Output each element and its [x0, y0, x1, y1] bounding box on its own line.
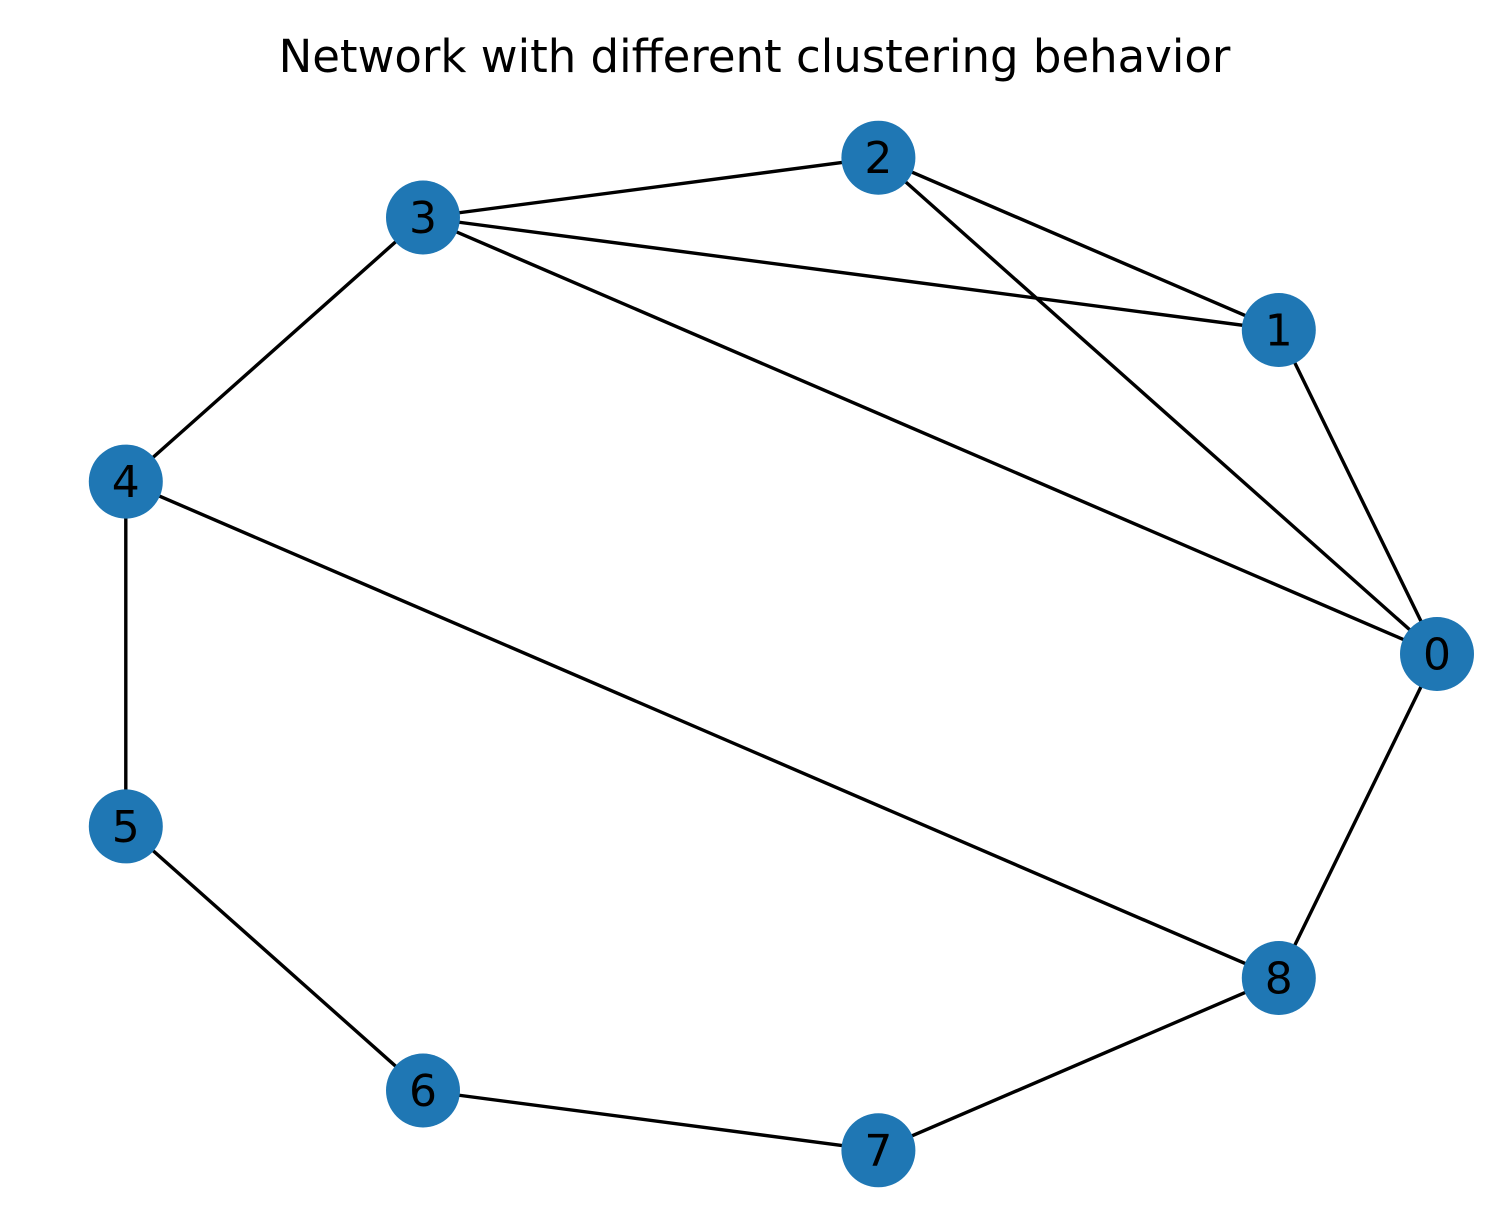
node-label-1: 1 [1265, 306, 1293, 357]
node-circle-8 [1241, 941, 1316, 1015]
node-label-7: 7 [864, 1126, 892, 1177]
node-circle-7 [841, 1113, 916, 1188]
node-circle-3 [386, 180, 460, 255]
node-2: 2 [841, 120, 916, 195]
edges-layer [124, 156, 1439, 1152]
node-label-5: 5 [112, 802, 140, 853]
edge-2-3 [422, 156, 879, 220]
node-circle-1 [1241, 293, 1316, 367]
edge-1-3 [422, 215, 1280, 332]
node-7: 7 [841, 1113, 916, 1188]
node-6: 6 [386, 1053, 460, 1128]
node-label-8: 8 [1265, 954, 1293, 1005]
node-label-0: 0 [1423, 630, 1451, 681]
edge-0-8 [1277, 653, 1439, 979]
node-0: 0 [1400, 617, 1474, 691]
edge-0-3 [422, 215, 1438, 656]
node-circle-6 [386, 1053, 460, 1128]
node-label-2: 2 [864, 133, 892, 184]
node-8: 8 [1241, 941, 1316, 1015]
node-5: 5 [88, 789, 163, 864]
edge-7-8 [877, 976, 1280, 1152]
edge-1-2 [877, 156, 1280, 332]
node-label-4: 4 [112, 457, 140, 508]
nodes-layer: 0 1 2 3 4 5 6 7 8 [88, 120, 1474, 1188]
node-circle-2 [841, 120, 916, 195]
node-4: 4 [88, 444, 163, 519]
edge-3-4 [124, 216, 425, 483]
node-label-6: 6 [409, 1066, 437, 1117]
diagram-title: Network with different clustering behavi… [278, 30, 1231, 83]
node-3: 3 [386, 180, 460, 255]
edge-5-6 [124, 825, 425, 1092]
node-label-3: 3 [409, 193, 437, 244]
node-circle-0 [1400, 617, 1474, 691]
edge-6-7 [422, 1088, 879, 1152]
edge-0-2 [877, 156, 1439, 656]
edge-0-1 [1277, 329, 1439, 655]
edge-4-8 [125, 480, 1280, 980]
node-circle-4 [88, 444, 163, 519]
node-circle-5 [88, 789, 163, 864]
node-1: 1 [1241, 293, 1316, 367]
